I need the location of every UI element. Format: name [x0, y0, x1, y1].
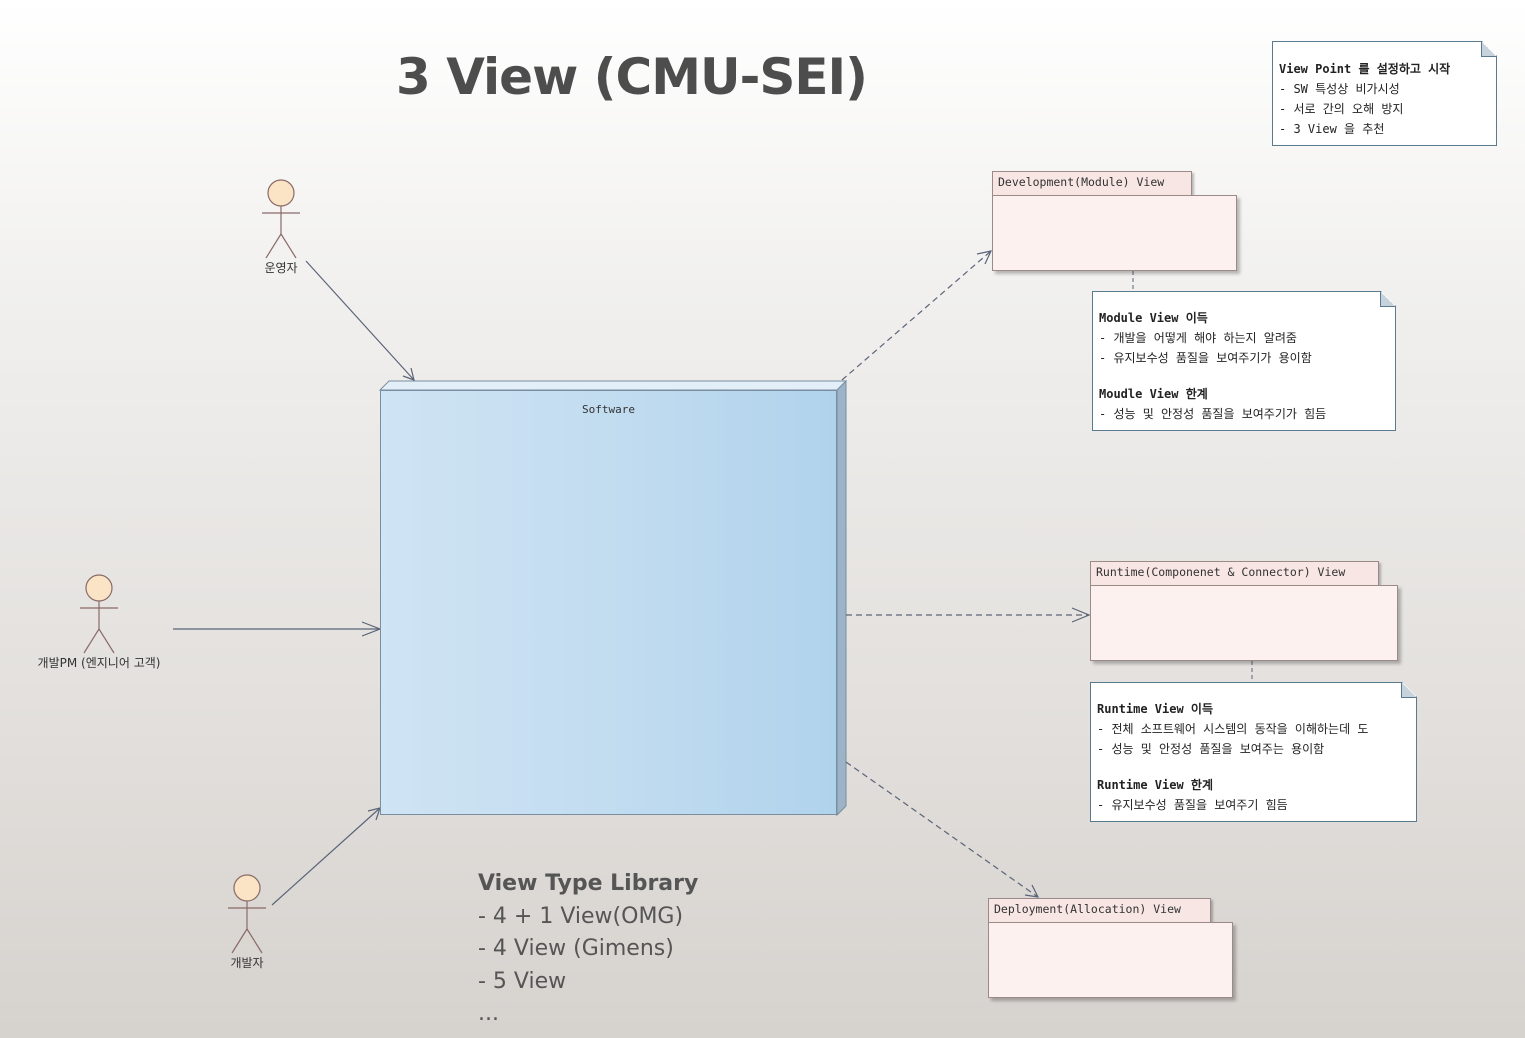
library-item: - 5 View [478, 968, 567, 994]
actor-pm-label: 개발PM (엔지니어 고객) [37, 656, 161, 670]
actor-developer-icon[interactable] [228, 874, 266, 954]
runtime-package-tab[interactable]: Runtime(Componenet & Connector) View [1090, 561, 1379, 586]
deployment-package-tab[interactable]: Deployment(Allocation) View [988, 898, 1211, 923]
runtime-benefit-line: - 전체 소프트웨어 시스템의 동작을 이해하는데 도 [1097, 722, 1369, 736]
runtime-package[interactable] [1090, 585, 1398, 661]
actor-operator-label: 운영자 [264, 261, 298, 275]
software-node[interactable] [380, 390, 837, 815]
page-title: 3 View (CMU-SEI) [396, 48, 868, 106]
development-package[interactable] [992, 195, 1237, 271]
viewpoint-note-line: - SW 특성상 비가시성 [1279, 82, 1400, 96]
runtime-limit-heading: Runtime View 한계 [1097, 778, 1214, 792]
software-node-label: Software [582, 403, 635, 416]
deployment-package[interactable] [988, 922, 1233, 998]
library-item: - 4 View (Gimens) [478, 936, 674, 961]
actor-operator-icon[interactable] [262, 179, 300, 259]
association-developer[interactable] [271, 807, 381, 906]
runtime-view-note[interactable]: Runtime View 이득 - 전체 소프트웨어 시스템의 동작을 이해하는… [1090, 682, 1417, 822]
module-benefit-line: - 유지보수성 품질을 보여주기가 용이함 [1099, 351, 1312, 365]
viewpoint-note-heading: View Point 를 설정하고 시작 [1279, 62, 1451, 76]
module-benefit-heading: Module View 이득 [1099, 311, 1208, 325]
dependency-development[interactable] [841, 250, 993, 381]
module-view-note[interactable]: Module View 이득 - 개발을 어떻게 해야 하는지 알려줌 - 유지… [1092, 291, 1396, 431]
module-limit-line: - 성능 및 안정성 품질을 보여주기가 힘듬 [1099, 407, 1327, 421]
actor-pm-icon[interactable] [80, 574, 118, 654]
node-side-face [836, 379, 847, 817]
viewpoint-note-line: - 서로 간의 오해 방지 [1279, 102, 1404, 116]
node-top-face [378, 380, 848, 391]
actor-developer-label: 개발자 [230, 956, 264, 970]
association-pm[interactable] [173, 621, 382, 637]
library-heading: View Type Library [478, 871, 699, 896]
dependency-runtime[interactable] [846, 607, 1091, 623]
viewpoint-note-line: - 3 View 을 추천 [1279, 122, 1385, 136]
association-operator[interactable] [305, 260, 415, 381]
development-package-tab[interactable]: Development(Module) View [992, 171, 1192, 196]
runtime-benefit-line: - 성능 및 안정성 품질을 보여주는 용이함 [1097, 742, 1325, 756]
viewpoint-note[interactable]: View Point 를 설정하고 시작 - SW 특성상 비가시성 - 서로 … [1272, 41, 1497, 146]
runtime-benefit-heading: Runtime View 이득 [1097, 702, 1214, 716]
view-type-library: View Type Library - 4 + 1 View(OMG) - 4 … [478, 868, 698, 1031]
dependency-deployment[interactable] [845, 761, 1040, 898]
module-limit-heading: Moudle View 한계 [1099, 387, 1208, 401]
library-item: ... [478, 1001, 499, 1026]
module-benefit-line: - 개발을 어떻게 해야 하는지 알려줌 [1099, 331, 1297, 345]
library-item: - 4 + 1 View(OMG) [478, 903, 684, 929]
runtime-limit-line: - 유지보수성 품질을 보여주기 힘듬 [1097, 798, 1288, 812]
